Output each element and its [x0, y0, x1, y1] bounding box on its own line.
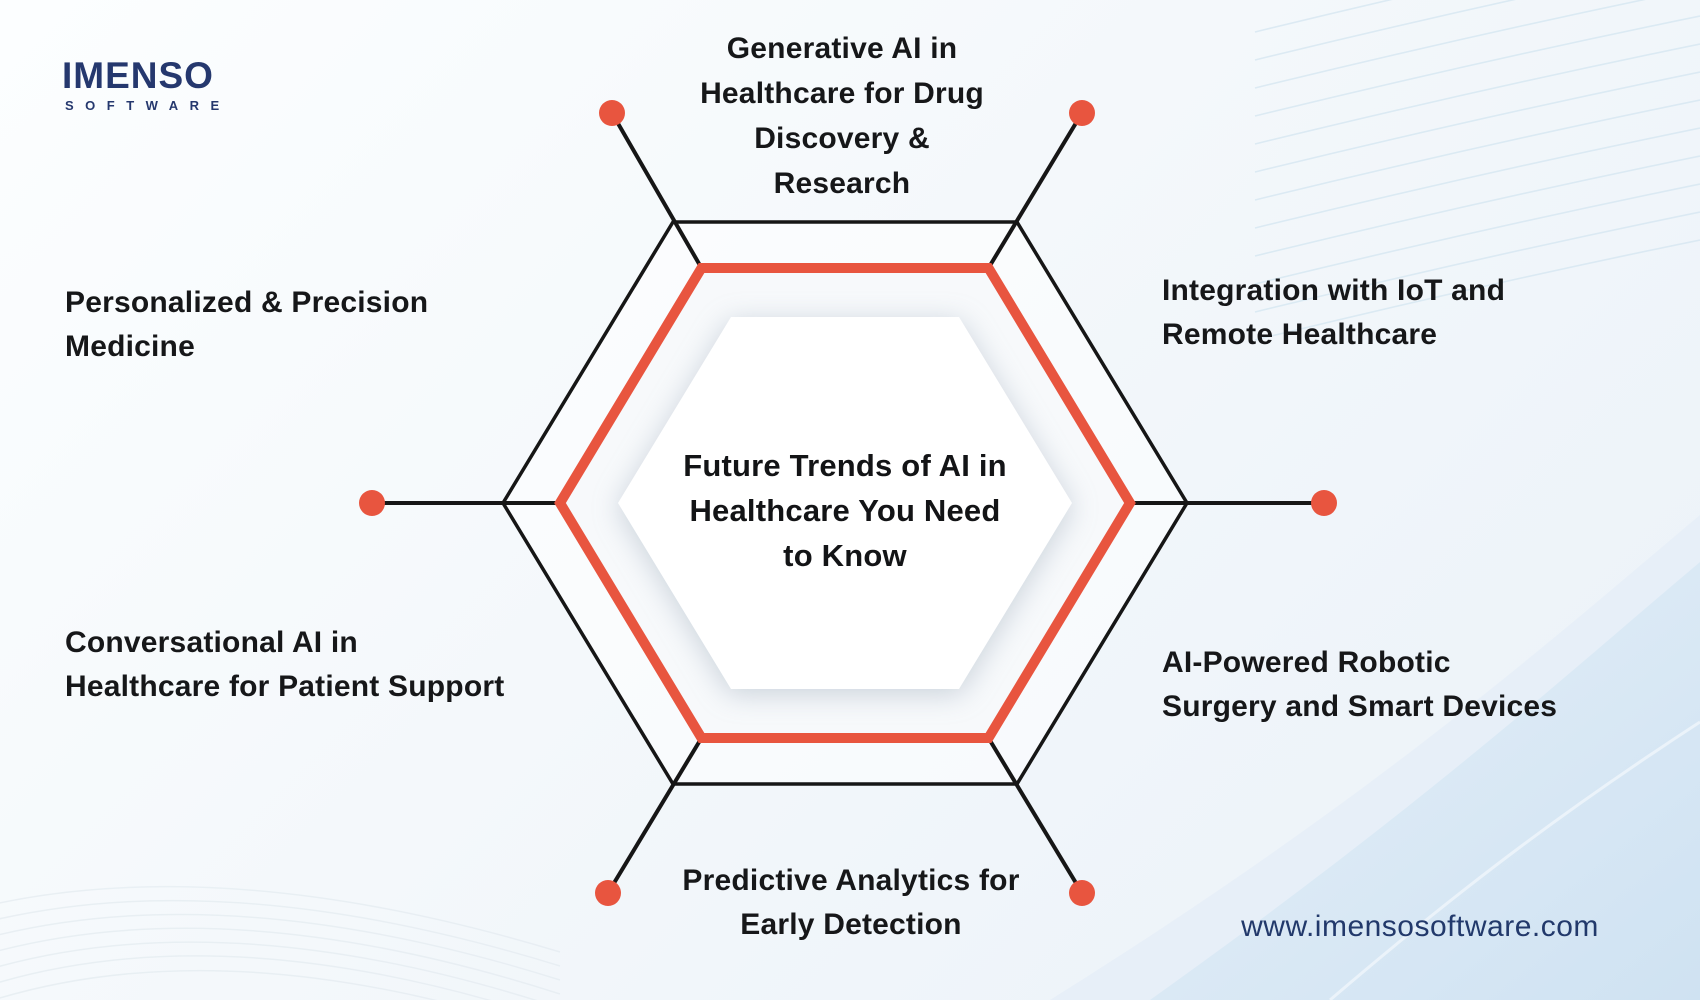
node-label-line: Generative AI in	[726, 32, 958, 65]
node-label-personalized-medicine: Personalized & Precision Medicine	[65, 281, 428, 369]
node-dots	[359, 100, 1337, 906]
node-label-conversational-ai: Conversational AI in Healthcare for Pati…	[65, 621, 504, 709]
spoke-top-left	[610, 111, 704, 270]
node-label-line: Personalized & Precision	[65, 286, 429, 319]
website-url: www.imensosoftware.com	[1241, 910, 1599, 943]
node-label-line: AI-Powered Robotic	[1162, 646, 1451, 679]
spoke-bottom-right	[986, 736, 1084, 895]
node-label-line: Research	[773, 167, 911, 200]
node-label-line: Remote Healthcare	[1162, 318, 1438, 351]
center-title: Future Trends of AI in Healthcare You Ne…	[625, 443, 1065, 578]
node-label-line: Discovery &	[754, 122, 930, 155]
node-label-iot-integration: Integration with IoT and Remote Healthca…	[1162, 269, 1505, 357]
waves-bottom-left	[0, 885, 561, 1000]
node-dot-left	[359, 490, 385, 516]
corner-band	[1150, 562, 1700, 1000]
node-label-line: Early Detection	[740, 908, 962, 941]
corner-band-highlight	[1329, 720, 1700, 1000]
node-label-predictive-analytics: Predictive Analytics for Early Detection	[601, 859, 1101, 947]
hexagon-inner-white	[618, 317, 1072, 689]
node-dot-right	[1311, 490, 1337, 516]
spoke-top-right	[986, 111, 1084, 270]
node-dot-bottom-right	[1069, 880, 1095, 906]
node-label-line: Integration with IoT and	[1162, 274, 1506, 307]
node-dot-bottom-left	[595, 880, 621, 906]
center-title-line: to Know	[783, 538, 907, 573]
brand-logo: IMENSO SOFTWARE	[62, 56, 231, 113]
node-dot-top-right	[1069, 100, 1095, 126]
center-title-line: Future Trends of AI in	[683, 448, 1007, 483]
node-dot-top-left	[599, 100, 625, 126]
node-label-line: Medicine	[65, 330, 195, 363]
center-title-line: Healthcare You Need	[689, 493, 1001, 528]
spoke-bottom-left	[606, 736, 704, 895]
corner-lines-top-right	[1254, 0, 1700, 341]
node-label-line: Predictive Analytics for	[682, 864, 1020, 897]
node-label-line: Healthcare for Patient Support	[65, 670, 505, 703]
node-label-robotic-surgery: AI-Powered Robotic Surgery and Smart Dev…	[1162, 641, 1557, 729]
node-label-generative-ai: Generative AI in Healthcare for Drug Dis…	[562, 26, 1122, 206]
node-label-line: Surgery and Smart Devices	[1162, 690, 1558, 723]
node-label-line: Conversational AI in	[65, 626, 358, 659]
spokes	[372, 111, 1324, 895]
brand-logo-text: IMENSO	[62, 55, 214, 96]
node-label-line: Healthcare for Drug	[700, 77, 984, 110]
brand-logo-subtext: SOFTWARE	[65, 98, 231, 113]
